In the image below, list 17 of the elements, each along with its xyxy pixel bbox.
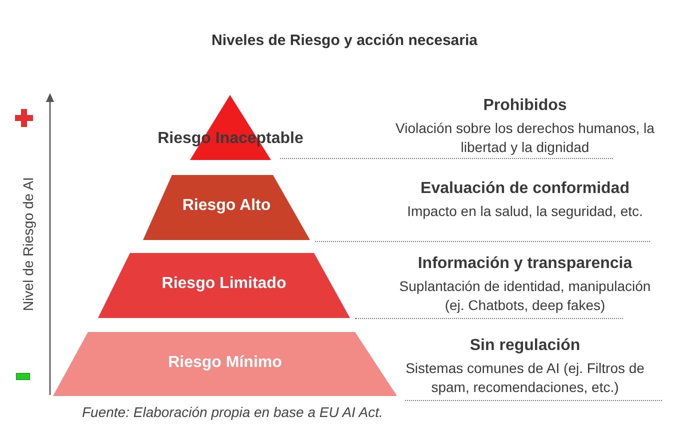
pyramid-tier: [53, 332, 397, 396]
tier-label: Riesgo Limitado: [160, 275, 288, 293]
level-heading: Prohibidos: [482, 97, 568, 115]
level-description: Violación sobre los derechos humanos, la libertad y la dignidad: [395, 119, 655, 157]
tier-label: Riesgo Alto: [181, 197, 272, 215]
level-heading: Sin regulación: [468, 337, 582, 355]
level-heading: Evaluación de conformidad: [420, 180, 630, 198]
pyramid-tier: [98, 253, 350, 318]
diagram-title: Niveles de Riesgo y acción necesaria: [210, 32, 478, 49]
caption: Fuente: Elaboración propia en base a EU AI Act.: [82, 404, 383, 420]
axis-label: Nivel de Riesgo de AI: [20, 176, 36, 313]
pyramid-tier: [143, 175, 310, 240]
level-description: Suplantación de identidad, manipulación (ej. Chatbots, deep fakes): [398, 277, 652, 315]
level-heading: Información y transparencia: [416, 255, 634, 273]
level-description: Sistemas comunes de AI (ej. Filtros de spam, recomendaciones, etc.): [404, 359, 646, 397]
level-description: Impacto en la salud, la seguridad, etc.: [406, 202, 644, 221]
tier-label: Riesgo Mínimo: [167, 354, 283, 372]
